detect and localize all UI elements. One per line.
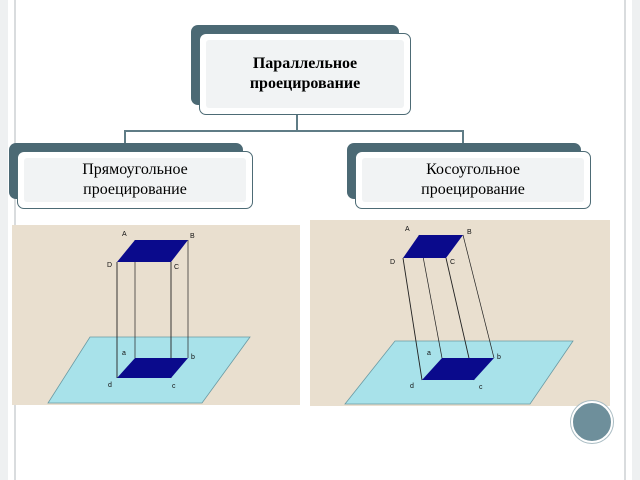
label-c: c (172, 383, 176, 390)
oblique-projection-svg: A B D C a b d c (310, 220, 610, 406)
root-node-parallel-projection: Параллельное проецирование (199, 33, 411, 115)
connector-vertical-right (462, 130, 464, 144)
label-d: d (108, 382, 112, 389)
connector-horizontal (124, 130, 464, 132)
root-node-line1: Параллельное (252, 55, 358, 72)
label-b: b (497, 354, 501, 361)
label-d: d (410, 383, 414, 390)
child-node-oblique-line1: Косоугольное (426, 161, 520, 178)
orthogonal-projection-illustration: A B D C a b d c (12, 225, 300, 405)
child-node-oblique-projection: Косоугольное проецирование (355, 151, 591, 209)
root-node-label: Параллельное проецирование (250, 54, 360, 94)
root-node-line2: проецирование (249, 75, 361, 92)
label-D: D (107, 262, 112, 269)
child-node-orthogonal-projection: Прямоугольное проецирование (17, 151, 253, 209)
child-node-orthogonal-line2: проецирование (83, 181, 187, 198)
label-A: A (405, 226, 410, 233)
label-B: B (190, 233, 195, 240)
label-B: B (467, 229, 472, 236)
projected-square (422, 358, 494, 380)
child-node-oblique-line2: проецирование (421, 181, 525, 198)
child-node-oblique-inner (362, 158, 584, 202)
slide-nav-button[interactable] (571, 401, 613, 443)
child-node-orthogonal-label: Прямоугольное проецирование (82, 160, 188, 200)
label-C: C (450, 259, 455, 266)
projected-square (117, 358, 188, 378)
child-node-orthogonal-inner (24, 158, 246, 202)
orthogonal-projection-svg: A B D C a b d c (12, 225, 300, 405)
label-c: c (479, 384, 483, 391)
label-a: a (122, 350, 126, 357)
connector-vertical-root (296, 115, 298, 131)
label-A: A (122, 231, 127, 238)
label-C: C (174, 264, 179, 271)
original-square (117, 240, 188, 262)
child-node-orthogonal-line1: Прямоугольное (82, 161, 188, 178)
label-b: b (191, 354, 195, 361)
projector-line-b (462, 234, 495, 359)
original-square (403, 235, 463, 258)
connector-vertical-left (124, 130, 126, 144)
root-node-inner (206, 40, 404, 108)
label-D: D (390, 259, 395, 266)
child-node-oblique-label: Косоугольное проецирование (421, 160, 525, 200)
label-a: a (427, 350, 431, 357)
oblique-projection-illustration: A B D C a b d c (310, 220, 610, 406)
projector-line-d (402, 257, 423, 381)
